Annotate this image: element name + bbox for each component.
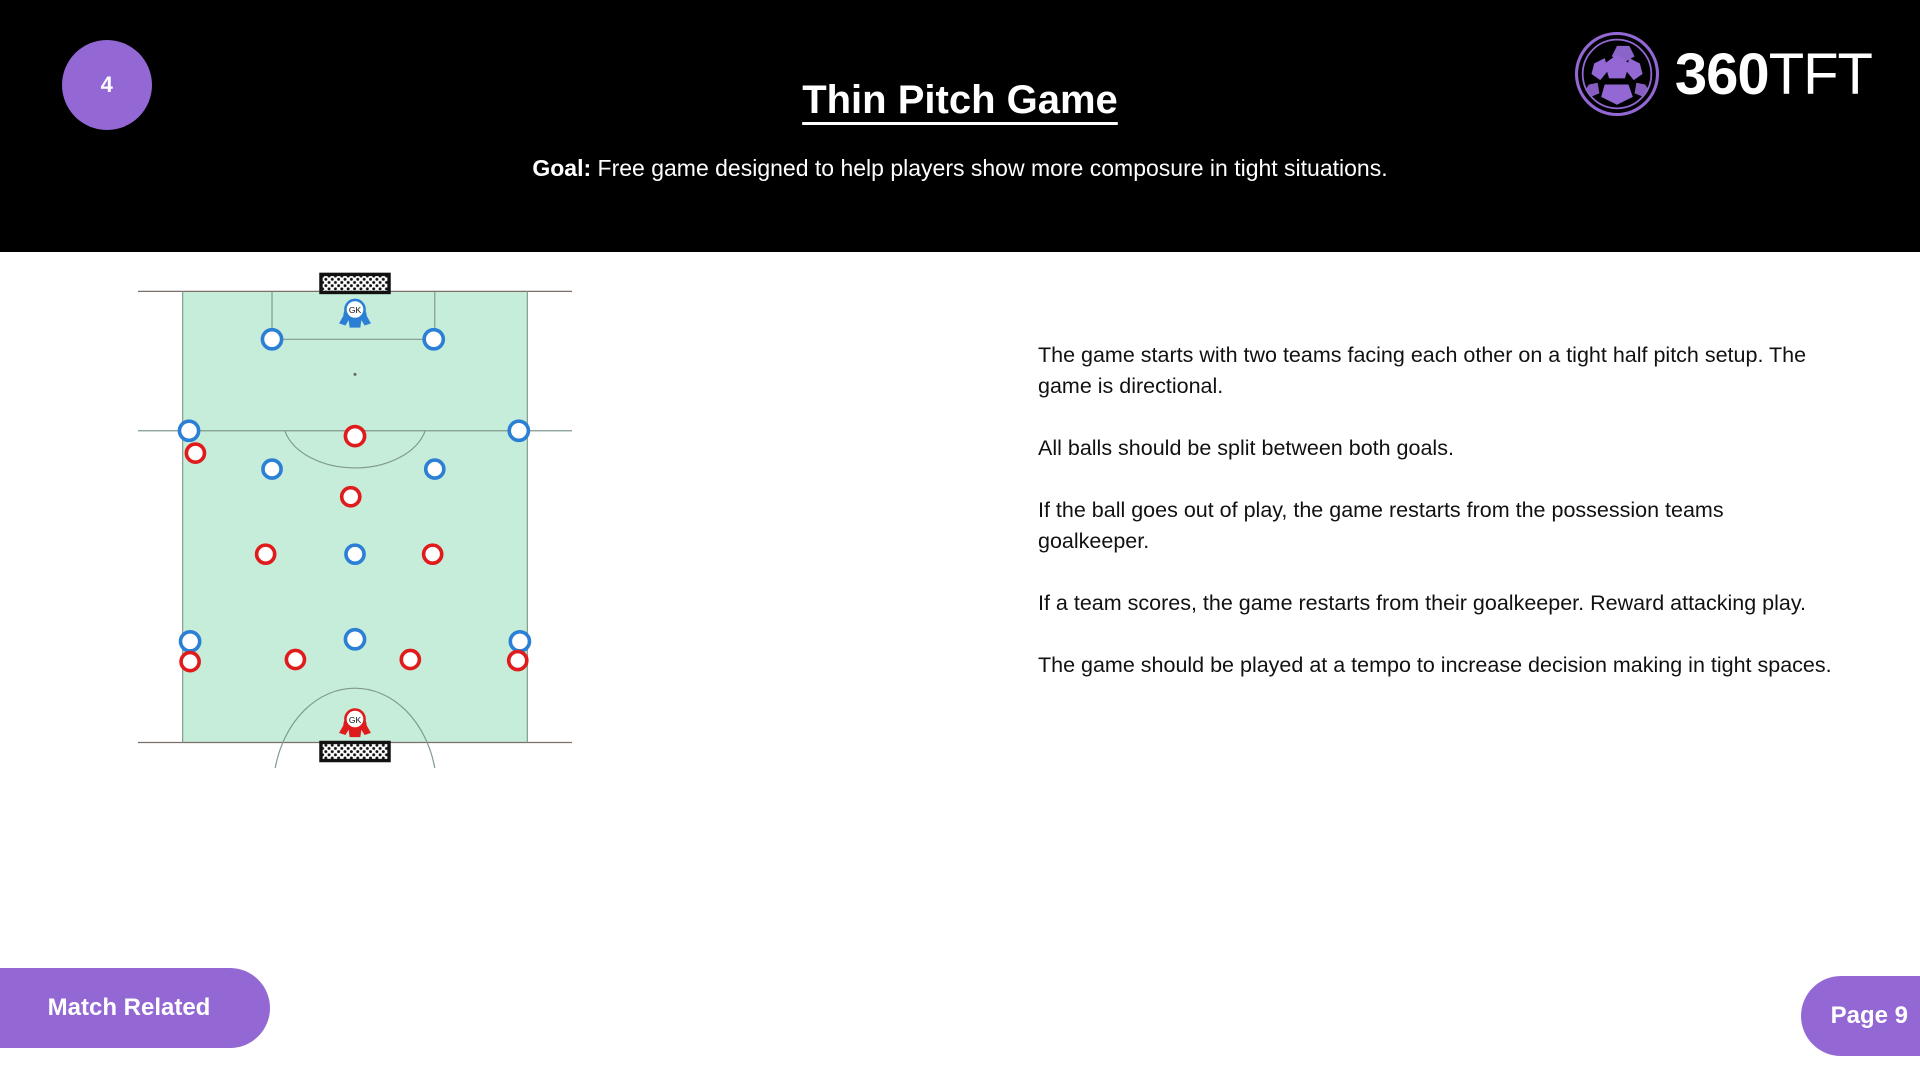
player-red — [284, 648, 307, 671]
top-goal — [319, 272, 391, 295]
goal-text: Free game designed to help players show … — [591, 155, 1388, 181]
pitch-diagram: GK GK — [120, 268, 590, 768]
slide-number-badge: 4 — [62, 40, 152, 130]
centre-arc — [284, 430, 426, 469]
player-blue — [508, 630, 532, 653]
player-blue — [423, 458, 446, 480]
bottom-circle-arc — [274, 687, 436, 768]
player-red — [339, 485, 362, 508]
player-red — [179, 650, 201, 673]
soccer-ball-icon — [1574, 31, 1659, 117]
goalkeeper-blue-label: GK — [349, 305, 362, 315]
goalkeeper-red: GK — [339, 708, 371, 738]
goal-label: Goal: — [532, 155, 592, 181]
centre-mark — [353, 372, 357, 376]
note-paragraph: The game starts with two teams facing ea… — [1038, 343, 1807, 398]
goal-statement: Goal: Free game designed to help players… — [0, 155, 1920, 182]
note-paragraph: The game should be played at a tempo to … — [1038, 653, 1832, 677]
note-paragraph: All balls should be split between both g… — [1038, 436, 1454, 460]
page-title: Thin Pitch Game — [802, 78, 1118, 122]
pitch-surface — [182, 291, 528, 743]
player-blue — [507, 419, 531, 443]
session-notes: The game starts with two teams facing ea… — [1038, 340, 1838, 681]
header-bar: 4 Thin Pitch Game Goal: Free game design… — [0, 0, 1920, 252]
page-number-badge: Page 9 — [1800, 976, 1920, 1056]
player-blue — [422, 327, 446, 351]
goalkeeper-red-label: GK — [349, 715, 362, 725]
player-red — [343, 424, 367, 448]
player-blue — [260, 327, 284, 351]
player-blue — [178, 630, 202, 653]
goalkeeper-blue: GK — [339, 298, 371, 328]
category-tag-label: Match Related — [47, 994, 211, 1021]
category-tag-badge: Match Related — [0, 968, 270, 1048]
page-number-label: Page 9 — [1830, 1002, 1908, 1029]
player-blue — [343, 627, 367, 651]
player-blue — [261, 458, 283, 480]
player-red — [254, 543, 277, 566]
slide-number-value: 4 — [100, 72, 114, 97]
player-blue — [344, 543, 366, 566]
player-red — [421, 543, 444, 566]
player-red — [399, 648, 422, 671]
note-paragraph: If the ball goes out of play, the game r… — [1038, 498, 1724, 553]
bottom-goal — [319, 740, 391, 763]
note-paragraph: If a team scores, the game restarts from… — [1038, 591, 1806, 615]
players-layer — [177, 327, 532, 673]
player-red — [184, 442, 207, 464]
pitch-svg: GK GK — [137, 272, 573, 768]
brand-name-primary: 360 — [1674, 41, 1770, 107]
brand-name-secondary: TFT — [1768, 41, 1873, 107]
player-blue — [177, 419, 201, 443]
player-red — [506, 649, 529, 672]
